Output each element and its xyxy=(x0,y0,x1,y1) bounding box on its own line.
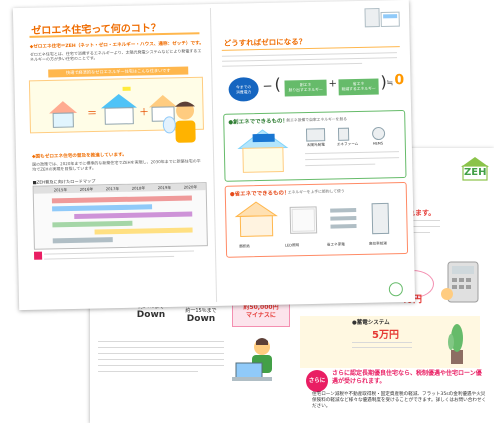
section-b-icons xyxy=(234,197,403,241)
loan-body: 住宅ローン減税や不動産取得税・固定資産税の軽減、フラット35sの金利優遇や火災保… xyxy=(312,392,487,410)
roadmap-bar xyxy=(51,195,192,204)
section-a-house xyxy=(234,127,291,174)
right-page-subtitle: どうすればゼロになる？ xyxy=(223,37,307,48)
year-label: 2016年 xyxy=(79,186,94,192)
sarani-badge: さらに xyxy=(306,370,328,392)
stat-2-word: Down xyxy=(186,314,216,324)
section-a-icons xyxy=(304,125,400,143)
roadmap-bar xyxy=(52,220,133,228)
right-intro-text xyxy=(221,52,400,67)
roadmap-years: 2015年 2016年 2017年 2018年 2019年 2020年 xyxy=(33,183,206,194)
year-label: 2017年 xyxy=(105,185,120,192)
right-page: どうすればゼロになる？ 今までの 消費電力 − ( 創エネ 創り出すエネルギー … xyxy=(213,6,411,302)
section-b-item: LED照明 xyxy=(284,243,300,248)
stat-1-word: Down xyxy=(136,310,166,320)
zeh-logo-icon xyxy=(461,157,489,181)
roadmap-bar xyxy=(52,237,113,244)
person-illustration xyxy=(161,98,206,149)
year-label: 2020年 xyxy=(183,184,198,190)
year-label: 2018年 xyxy=(131,185,146,191)
zeh-logo: ZEH xyxy=(460,156,490,182)
section-b-box: ●省エネでできるもの！ エネルギーを上手に節約して使う 高断熱 LED照明 省エ… xyxy=(224,181,409,258)
zeh-diagram-art: ＝ ＋ xyxy=(28,76,204,134)
savings-icons xyxy=(234,201,390,237)
roadmap-bar xyxy=(74,211,193,219)
person-icon xyxy=(162,101,196,143)
formula-minus: − xyxy=(262,78,273,93)
right-page-footer xyxy=(388,282,403,297)
formula-approx: ≒ xyxy=(386,78,394,88)
system-label: ●蓄電システム xyxy=(352,320,390,326)
section-b-heading: ●省エネでできるもの！ xyxy=(229,190,290,198)
section-a-item: 太陽光発電 xyxy=(306,142,325,148)
section-a-item: HEMS xyxy=(372,141,384,146)
formula-item-1: 今までの 消費電力 xyxy=(228,77,259,102)
section-a-item: エネファーム xyxy=(336,141,359,147)
plant-illustration xyxy=(442,320,472,366)
section-b-item: 高効率給湯 xyxy=(368,241,387,246)
svg-text:＝: ＝ xyxy=(87,108,97,119)
calculator-illustration xyxy=(440,260,482,304)
zeh-diagram: ＝ ＋ xyxy=(28,76,204,134)
section1-body: ゼロエネ住宅とは、住宅で消費するエネルギーより、太陽光発電システムなどにより発電… xyxy=(29,48,202,63)
roadmap-bar xyxy=(94,227,193,235)
product-icon xyxy=(364,8,400,28)
equipment-icons xyxy=(305,127,386,142)
formula-item-3: 省エネ 削減するエネルギー xyxy=(338,78,379,96)
zeh-logo-text: ZEH xyxy=(464,167,487,178)
formula-paren-open: ( xyxy=(274,74,281,94)
loan-heading: さらに認定長期優良住宅なら、税制優遇や住宅ローン優遇が受けられます。 xyxy=(332,370,482,385)
stat-2-label: 約一15％まで xyxy=(185,308,217,314)
calculator-icon xyxy=(441,261,479,303)
section-b-item: 高断熱 xyxy=(238,244,250,249)
formula-plus: + xyxy=(328,78,338,90)
formula-label-3: 省エネ 削減するエネルギー xyxy=(341,80,376,92)
product-image xyxy=(363,6,401,29)
formula-label-2: 創エネ 創り出すエネルギー xyxy=(288,81,323,93)
section-a-lines xyxy=(304,151,401,167)
roadmap-bar xyxy=(52,204,153,212)
roadmap-chart: 2015年 2016年 2017年 2018年 2019年 2020年 xyxy=(32,182,208,250)
solar-house-icon xyxy=(237,129,289,173)
section-a-box: ●創エネでできるもの！ 創エネ設備で自家エネルギーを創る 太陽光発電 エネファー… xyxy=(223,109,407,182)
front-spread: ゼロエネ住宅って何のコト？ ◆ゼロエネ住宅＝ZEH（ネット・ゼロ・エネルギー・ハ… xyxy=(12,0,416,311)
section2-body: 国の政策では、2020年までに標準的な新築住宅でZEHを実現し、2030年までに… xyxy=(32,158,201,173)
formula-item-2: 創エネ 創り出すエネルギー xyxy=(284,79,327,97)
formula-result: 0 xyxy=(394,72,405,89)
sarani-text: さらに xyxy=(308,378,326,384)
plant-icon xyxy=(448,324,463,364)
roadmap-marker xyxy=(33,251,43,260)
section-b-note: エネルギーを上手に節約して使う xyxy=(287,188,345,195)
diagram-caption: 快適で経済的なゼロエネルギー住宅はこんな住まいです xyxy=(48,66,189,78)
person-laptop-illustration xyxy=(230,337,286,383)
section-a-heading: ●創エネでできるもの！ xyxy=(228,118,289,126)
left-page: ゼロエネ住宅って何のコト？ ◆ゼロエネ住宅＝ZEH（ネット・ゼロ・エネルギー・ハ… xyxy=(19,10,213,306)
section-a-note: 創エネ設備で自家エネルギーを創る xyxy=(286,116,348,123)
formula-row: 今までの 消費電力 − ( 創エネ 創り出すエネルギー + 省エネ 削減するエネ… xyxy=(222,68,405,110)
system-price: 5万円 xyxy=(372,330,399,341)
formula-label-1: 今までの 消費電力 xyxy=(235,84,252,95)
svg-text:＋: ＋ xyxy=(139,107,149,118)
person-laptop-icon xyxy=(232,338,272,381)
section-b-item: 省エネ家電 xyxy=(326,242,345,247)
year-label: 2015年 xyxy=(53,187,68,193)
stat-2: 約一15％まで Down xyxy=(176,307,226,324)
year-label: 2019年 xyxy=(157,184,172,191)
